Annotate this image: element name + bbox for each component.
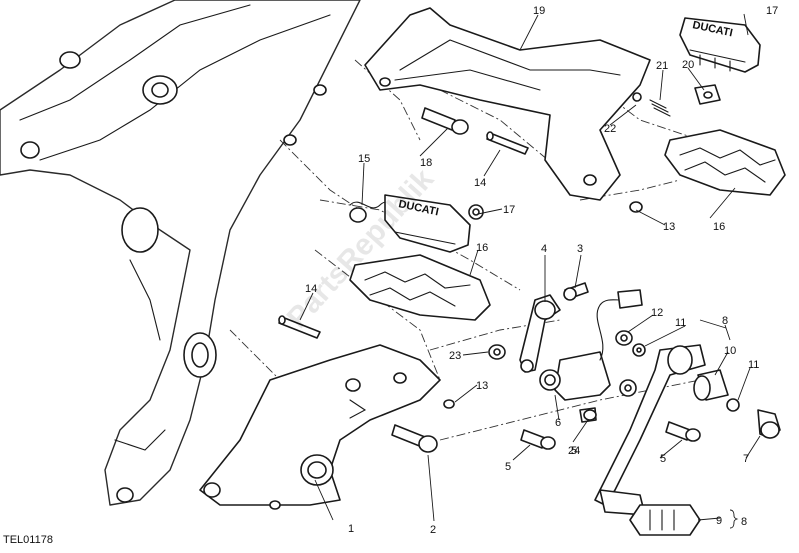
pivot-bolt-part-7: [757, 409, 781, 439]
leader-lines: [299, 13, 761, 522]
rear-footpeg-bracket: [364, 7, 651, 201]
callout-2: 2: [430, 524, 436, 536]
bushing-part-23: [488, 344, 506, 360]
brace-part-8: [729, 509, 739, 529]
callout-1: 1: [348, 523, 354, 535]
callout-18: 18: [420, 157, 432, 169]
callout-5-b: 5: [660, 453, 666, 465]
callout-16-middle: 16: [476, 242, 488, 254]
footpeg-bracket-part-1: [199, 344, 441, 510]
callout-5-a: 5: [505, 461, 511, 473]
footpeg-upper-right: [629, 129, 786, 213]
bolt-part-5-a: [520, 429, 556, 450]
footpeg-rubber-upper: DUCATI: [679, 17, 761, 73]
pin-part-14-upper: [486, 131, 529, 155]
bolt-part-2: [391, 424, 438, 453]
spring-part-15: [349, 201, 401, 223]
callout-16-right: 16: [713, 221, 725, 233]
callout-24: 24: [568, 445, 580, 457]
lever-part-4: [519, 294, 561, 373]
callout-numbers: 1 2 3 4 5 5 5 6 7 8 8 9 10 11 11 12 13 1…: [305, 5, 778, 536]
callout-22: 22: [604, 123, 616, 135]
callout-5-c: 5: [571, 445, 577, 457]
callout-21: 21: [656, 60, 668, 72]
washer-part-13-right: [619, 379, 637, 397]
bolt-part-3: [563, 282, 589, 301]
footpeg-rubber-middle: DUCATI: [384, 194, 484, 253]
callout-17-middle: 17: [503, 204, 515, 216]
washer-part-11-b: [726, 398, 740, 412]
callout-7: 7: [743, 453, 749, 465]
detent-parts: [632, 84, 721, 117]
washer-part-11-a: [632, 343, 646, 357]
pin-part-14-lower: [278, 315, 321, 339]
callout-13-right: 13: [663, 221, 675, 233]
callout-11-b: 11: [748, 359, 759, 371]
callout-14-upper: 14: [474, 177, 486, 189]
callout-8-top: 8: [722, 315, 728, 327]
footpeg-middle: [349, 254, 491, 321]
callout-17-upper: 17: [766, 5, 778, 17]
gear-lever-part-8: [594, 344, 706, 516]
callout-11-a: 11: [675, 317, 686, 329]
sensor-part-6: [539, 289, 643, 401]
callout-6: 6: [555, 417, 561, 429]
callout-3: 3: [577, 243, 583, 255]
callout-23: 23: [449, 350, 461, 362]
bolt-part-18: [421, 107, 469, 135]
washer-part-12: [615, 330, 633, 346]
callout-10: 10: [724, 345, 736, 357]
callout-9: 9: [716, 515, 722, 527]
callout-15: 15: [358, 153, 370, 165]
callout-8-bottom: 8: [741, 516, 747, 528]
callout-19: 19: [533, 5, 545, 17]
bushing-part-10: [693, 369, 729, 401]
lever-rubber-part-9: [629, 504, 701, 536]
callout-12: 12: [651, 307, 663, 319]
callout-4: 4: [541, 243, 547, 255]
bolt-part-24: [579, 407, 597, 423]
callout-20: 20: [682, 59, 694, 71]
drawing-code: TEL01178: [3, 534, 53, 546]
callout-13-left: 13: [476, 380, 488, 392]
frame-section: [0, 0, 361, 506]
circlip-lower: [443, 399, 455, 409]
callout-14-lower: 14: [305, 283, 317, 295]
bolt-part-5-b: [665, 421, 701, 442]
